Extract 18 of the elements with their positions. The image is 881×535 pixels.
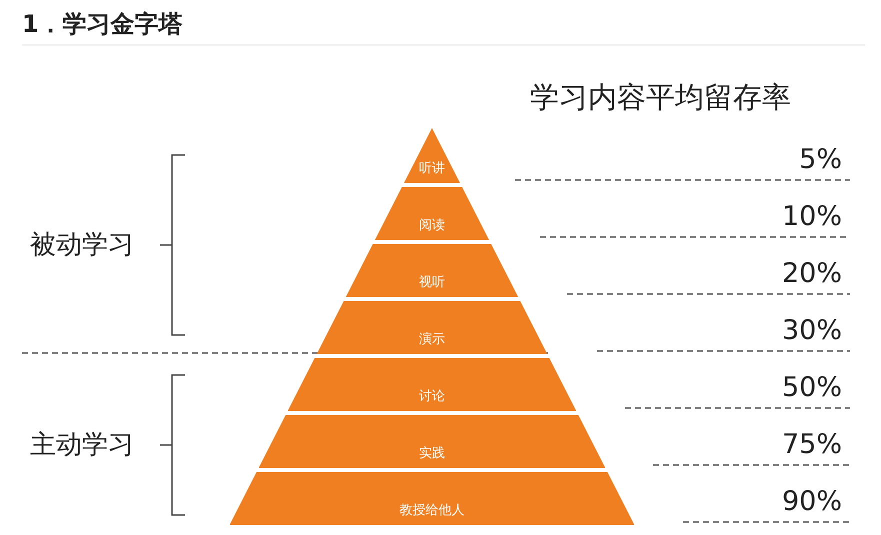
percentage-value: 10% <box>780 201 842 232</box>
heading: 1．学习金字塔 <box>22 9 183 40</box>
group-label: 主动学习 <box>30 429 134 462</box>
layer-label: 讨论 <box>418 388 446 405</box>
column-header: 学习内容平均留存率 <box>530 79 791 116</box>
layer-label: 教授给他人 <box>398 502 466 519</box>
layer-label: 视听 <box>418 274 446 291</box>
percentage-value: 50% <box>780 372 842 403</box>
percentage-value: 30% <box>780 315 842 346</box>
percentage-value: 75% <box>780 429 842 460</box>
percentage-value: 20% <box>780 258 842 289</box>
percentage-value: 5% <box>798 144 842 175</box>
layer-label: 实践 <box>418 445 446 462</box>
layer-label: 阅读 <box>418 217 446 234</box>
layer-label: 演示 <box>418 331 446 348</box>
percentage-value: 90% <box>780 486 842 517</box>
group-label: 被动学习 <box>30 229 134 262</box>
layer-label: 听讲 <box>418 160 446 177</box>
